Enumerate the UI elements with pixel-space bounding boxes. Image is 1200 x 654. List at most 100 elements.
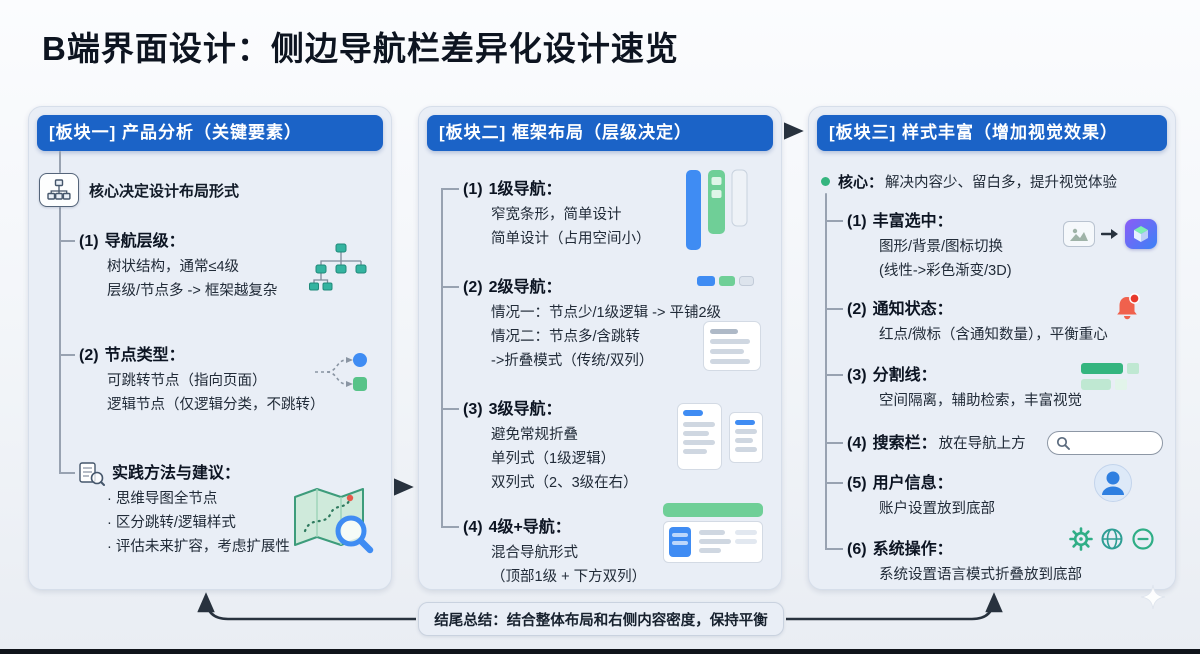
section-line: 图形/背景/图标切换 bbox=[879, 239, 1004, 255]
panel3-header: [板块三] 样式丰富（增加视觉效果） bbox=[817, 115, 1167, 151]
nav-pills-icon bbox=[697, 275, 759, 287]
panel3-section-search: (4) 搜索栏： 放在导航上方 bbox=[825, 431, 1167, 457]
section-heading: 实践方法与建议： bbox=[112, 465, 241, 482]
section-line: 账户设置放到底部 bbox=[879, 501, 995, 517]
section-line: 空间隔离，辅助检索，丰富视觉 bbox=[879, 393, 1082, 409]
section-title: (5) 用户信息： bbox=[847, 471, 1167, 497]
section-title: (4) 4级+导航： bbox=[463, 515, 773, 541]
panel-product-analysis: [板块一] 产品分析（关键要素） 核心决定设计布局形 bbox=[28, 106, 392, 590]
panel1-body: 核心决定设计布局形式 (1) 导航层级： 树状结构，通常≤4级 层级/节点多 -… bbox=[37, 151, 383, 581]
panel3-section-system-ops: (6) 系统操作： 系统设置语言模式折叠放到底部 bbox=[825, 527, 1167, 587]
section-line: 树状结构，通常≤4级 bbox=[107, 259, 240, 275]
section-number: (4) bbox=[847, 435, 867, 452]
section-title: (2) 通知状态： bbox=[847, 297, 1167, 323]
section-line: 可跳转节点（指向页面） bbox=[107, 373, 267, 389]
section-number: (1) bbox=[79, 233, 99, 250]
divider-lines-icon bbox=[1081, 361, 1145, 393]
bottom-edge-bar bbox=[0, 649, 1200, 654]
core-bullet-icon bbox=[821, 176, 830, 186]
section-title: (2) 2级导航： bbox=[463, 275, 773, 301]
section-heading: 丰富选中： bbox=[872, 213, 953, 230]
summary-box: 结尾总结：结合整体布局和右侧内容密度，保持平衡 bbox=[418, 602, 784, 636]
section-title: (4) 搜索栏： 放在导航上方 bbox=[847, 431, 1167, 457]
nav-bars-icon bbox=[685, 169, 749, 251]
section-heading: 4级+导航： bbox=[488, 519, 571, 536]
map-magnifier-icon bbox=[291, 485, 379, 557]
section-title: (2) 节点类型： bbox=[79, 343, 383, 369]
section-heading: 通知状态： bbox=[872, 301, 953, 318]
section-line: 情况一：节点少/1级逻辑 -> 平铺2级 bbox=[491, 305, 722, 321]
panel3-core-text: 解决内容少、留白多，提升视觉体验 bbox=[885, 174, 1118, 191]
panel3-section-notification: (2) 通知状态： 红点/微标（含通知数量），平衡重心 bbox=[825, 293, 1167, 347]
section-line: （顶部1级 + 下方双列） bbox=[491, 569, 647, 585]
section-line: 红点/微标（含通知数量），平衡重心 bbox=[879, 327, 1108, 343]
panel1-section-nav-levels: (1) 导航层级： 树状结构，通常≤4级 层级/节点多 -> 框架越复杂 bbox=[59, 229, 383, 303]
globe-icon bbox=[1100, 527, 1124, 551]
double-card-icon bbox=[677, 403, 763, 471]
section-heading: 1级导航： bbox=[488, 181, 562, 198]
section-line: · 区分跳转/逻辑样式 bbox=[107, 515, 236, 531]
section-number: (5) bbox=[847, 475, 867, 492]
panel-style-enrichment: [板块三] 样式丰富（增加视觉效果） 核心： 解决内容少、留白多，提升视觉体验 … bbox=[808, 106, 1176, 590]
doc-magnifier-icon bbox=[79, 462, 105, 486]
panel2-section-level4plus: (4) 4级+导航： 混合导航形式 （顶部1级 + 下方双列） bbox=[441, 503, 773, 589]
page-title: B端界面设计：侧边导航栏差异化设计速览 bbox=[42, 30, 679, 67]
sitemap-icon bbox=[39, 173, 79, 207]
panel1-core-text: 核心决定设计布局形式 bbox=[89, 182, 240, 200]
section-number: (6) bbox=[847, 541, 867, 558]
section-line: ->折叠模式（传统/双列） bbox=[491, 353, 654, 369]
node-branch-icon bbox=[313, 349, 371, 395]
section-heading: 分割线： bbox=[872, 367, 937, 384]
section-number: (3) bbox=[463, 401, 483, 418]
section-line: 系统设置语言模式折叠放到底部 bbox=[879, 567, 1082, 583]
section-line: 双列式（2、3级在右） bbox=[491, 475, 638, 491]
section-line: 窄宽条形，简单设计 bbox=[491, 207, 622, 223]
section-number: (1) bbox=[463, 181, 483, 198]
image-icon bbox=[1063, 221, 1095, 247]
panel-frame-layout: [板块二] 框架布局（层级决定） (1) 1级导航： 窄宽条形，简单设计 简单设… bbox=[418, 106, 782, 590]
section-line: 混合导航形式 bbox=[491, 545, 578, 561]
section-line: 单列式（1级逻辑） bbox=[491, 451, 616, 467]
gear-icon bbox=[1069, 527, 1093, 551]
section-heading: 系统操作： bbox=[872, 541, 953, 558]
panel2-body: (1) 1级导航： 窄宽条形，简单设计 简单设计（占用空间小） bbox=[427, 151, 773, 585]
panel3-body: 核心： 解决内容少、留白多，提升视觉体验 (1) 丰富选中： 图形/背景/图标切… bbox=[817, 151, 1167, 583]
search-bar-icon bbox=[1047, 431, 1163, 455]
transition-arrow-icon bbox=[1100, 228, 1119, 240]
panel3-section-user-info: (5) 用户信息： 账户设置放到底部 bbox=[825, 464, 1167, 521]
section-line: · 思维导图全节点 bbox=[107, 491, 218, 507]
connector-line bbox=[59, 151, 61, 173]
panel1-section-practice: 实践方法与建议： · 思维导图全节点 · 区分跳转/逻辑样式 · 评估未来扩容，… bbox=[59, 461, 383, 559]
section-number: (4) bbox=[463, 519, 483, 536]
system-icons-row bbox=[1069, 527, 1155, 551]
section-title: (1) 导航层级： bbox=[79, 229, 383, 255]
panel2-section-level2: (2) 2级导航： 情况一：节点少/1级逻辑 -> 平铺2级 情况二：节点多/含… bbox=[441, 275, 773, 373]
section-line: 简单设计（占用空间小） bbox=[491, 231, 651, 247]
tree-diagram-icon bbox=[309, 243, 373, 297]
section-number: (2) bbox=[79, 347, 99, 364]
style-switch-illustration bbox=[1063, 219, 1157, 249]
section-number: (1) bbox=[847, 213, 867, 230]
tree-trunk-line bbox=[441, 189, 443, 528]
panel1-header: [板块一] 产品分析（关键要素） bbox=[37, 115, 383, 151]
sparkle-icon bbox=[1140, 584, 1166, 615]
section-heading: 3级导航： bbox=[488, 401, 562, 418]
cube-3d-icon bbox=[1125, 219, 1157, 249]
summary-text: 结尾总结：结合整体布局和右侧内容密度，保持平衡 bbox=[434, 612, 768, 629]
tree-trunk-line bbox=[825, 193, 827, 550]
section-number: (2) bbox=[463, 279, 483, 296]
panel3-section-selected-style: (1) 丰富选中： 图形/背景/图标切换 (线性->彩色渐变/3D) bbox=[825, 209, 1167, 283]
panel1-section-node-types: (2) 节点类型： 可跳转节点（指向页面） 逻辑节点（仅逻辑分类，不跳转） bbox=[59, 343, 383, 417]
section-title: (3) 分割线： bbox=[847, 363, 1167, 389]
section-heading: 2级导航： bbox=[488, 279, 562, 296]
panel3-core-row: 核心： 解决内容少、留白多，提升视觉体验 bbox=[817, 169, 1167, 193]
section-line: 情况二：节点多/含跳转 bbox=[491, 329, 641, 345]
section-title: (3) 3级导航： bbox=[463, 397, 773, 423]
section-heading: 节点类型： bbox=[104, 347, 185, 364]
panel1-core-row: 核心决定设计布局形式 bbox=[39, 173, 383, 207]
section-heading: 搜索栏： bbox=[872, 435, 937, 452]
section-title: (1) 丰富选中： bbox=[847, 209, 1167, 235]
panel2-header: [板块二] 框架布局（层级决定） bbox=[427, 115, 773, 151]
menu-card-icon bbox=[703, 321, 761, 371]
